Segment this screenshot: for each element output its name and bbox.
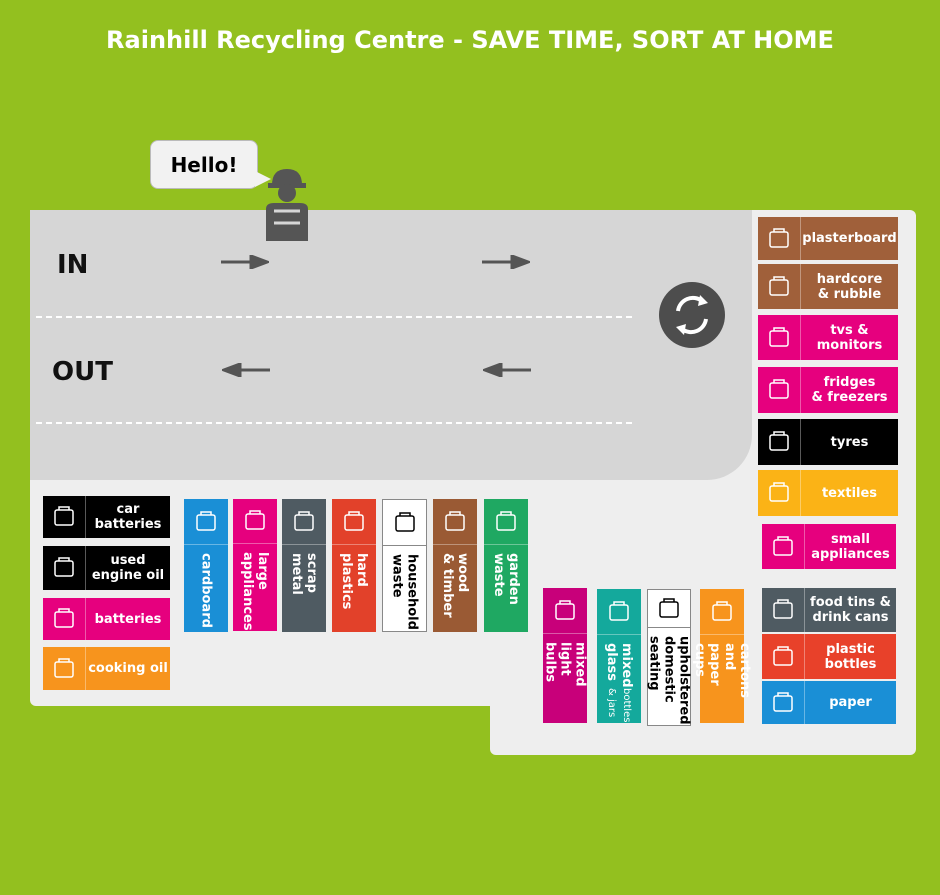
bay-plastic-bottles: plastic bottles	[762, 634, 896, 679]
bay-label: cooking oil	[88, 661, 168, 676]
speech-bubble: Hello!	[150, 140, 271, 189]
leaf-icon	[484, 499, 528, 545]
bay-wood-timber: wood & timber	[433, 499, 477, 632]
bay-household-waste: household waste	[382, 499, 427, 632]
bay-label: scrap metal	[289, 553, 319, 595]
bulb-icon	[543, 588, 587, 634]
bay-label: paper	[829, 695, 872, 710]
wood-icon	[433, 499, 477, 545]
tv-icon	[758, 315, 801, 360]
bay-tvs-monitors: tvs & monitors	[758, 315, 898, 360]
road	[30, 210, 752, 480]
bay-label: small appliances	[811, 531, 890, 562]
tyre-icon	[758, 419, 801, 465]
bay-textiles: textiles	[758, 470, 898, 516]
bay-label: food tins & drink cans	[810, 595, 891, 625]
bay-car-batteries: car batteries	[43, 496, 170, 538]
bay-label: tyres	[830, 434, 869, 450]
oil-can-icon	[43, 546, 86, 590]
glass-icon	[597, 589, 641, 635]
arrow-left-icon	[222, 363, 270, 377]
bay-label: used engine oil	[91, 553, 165, 583]
arrow-left-icon	[483, 363, 531, 377]
bay-label: upholstered domestic seating	[646, 636, 692, 725]
bay-hardcore-rubble: hardcore & rubble	[758, 264, 898, 309]
bay-small-appliances: small appliances	[762, 524, 896, 569]
bay-garden-waste: garden waste	[484, 499, 528, 632]
bay-label: fridges & freezers	[811, 375, 888, 405]
bay-cardboard: cardboard	[184, 499, 228, 632]
sofa-icon	[648, 590, 690, 629]
bottle-icon	[762, 634, 805, 679]
bay-label: cardboard	[198, 553, 214, 628]
paper-icon	[762, 681, 805, 724]
bay-large-appliances: large appliances	[233, 499, 277, 631]
bay-used-engine-oil: used engine oil	[43, 546, 170, 590]
battery-icon	[43, 598, 86, 640]
bay-mixed-light-bulbs: mixed light bulbs	[542, 588, 588, 723]
lane-out-label: OUT	[52, 357, 113, 387]
bay-cartons-and-paper-cups: cartons and paper cups	[692, 589, 752, 723]
bay-label: hard plastics	[339, 553, 369, 610]
bay-plasterboard: plasterboard	[758, 217, 898, 260]
fridge-icon	[758, 367, 801, 413]
bay-food-tins-drink-cans: food tins & drink cans	[762, 588, 896, 632]
bay-label: car batteries	[94, 502, 162, 532]
bay-label: tvs & monitors	[816, 322, 883, 353]
cooking-oil-icon	[43, 647, 86, 690]
bay-label: plastic bottles	[824, 641, 877, 672]
bay-label: batteries	[94, 611, 162, 627]
bay-label: plasterboard	[802, 231, 897, 246]
cans-icon	[762, 588, 805, 632]
bay-tyres: tyres	[758, 419, 898, 465]
bay-cooking-oil: cooking oil	[43, 647, 170, 690]
bay-label: large appliances	[240, 552, 270, 631]
bay-label: wood & timber	[440, 553, 470, 618]
bay-paper: paper	[762, 681, 896, 724]
car-battery-icon	[43, 496, 86, 538]
bin-icon	[383, 500, 426, 546]
bolt-icon	[282, 499, 326, 545]
washing-machine-icon	[233, 499, 277, 545]
plasterboard-icon	[758, 217, 801, 260]
bay-label: garden waste	[491, 553, 521, 605]
arrow-right-icon	[221, 255, 269, 269]
box-icon	[184, 499, 228, 545]
bay-label: hardcore & rubble	[816, 271, 883, 302]
bay-label: household waste	[389, 554, 420, 630]
bay-sublabel: bottles & jars	[606, 688, 632, 723]
carton-icon	[700, 589, 744, 635]
textiles-icon	[758, 470, 801, 516]
roundabout-icon	[659, 282, 725, 348]
bay-label: mixed light bulbs	[542, 642, 588, 687]
iron-icon	[762, 524, 805, 569]
bay-label: cartons and paper cups	[692, 643, 752, 699]
lane-in-label: IN	[57, 250, 89, 280]
page-title: Rainhill Recycling Centre - SAVE TIME, S…	[106, 26, 834, 54]
arrow-right-icon	[482, 255, 530, 269]
bay-label: textiles	[821, 485, 878, 501]
bay-label: mixed glass	[604, 643, 634, 688]
bay-batteries: batteries	[43, 598, 170, 640]
rubble-icon	[758, 264, 801, 309]
worker-icon	[266, 169, 308, 241]
bay-scrap-metal: scrap metal	[282, 499, 326, 632]
bay-upholstered-domestic-seating: upholstered domestic seating	[646, 589, 692, 726]
road-edge	[36, 422, 632, 424]
bay-fridges-freezers: fridges & freezers	[758, 367, 898, 413]
bay-hard-plastics: hard plastics	[332, 499, 376, 632]
lane-divider	[36, 316, 632, 318]
chair-icon	[332, 499, 376, 545]
